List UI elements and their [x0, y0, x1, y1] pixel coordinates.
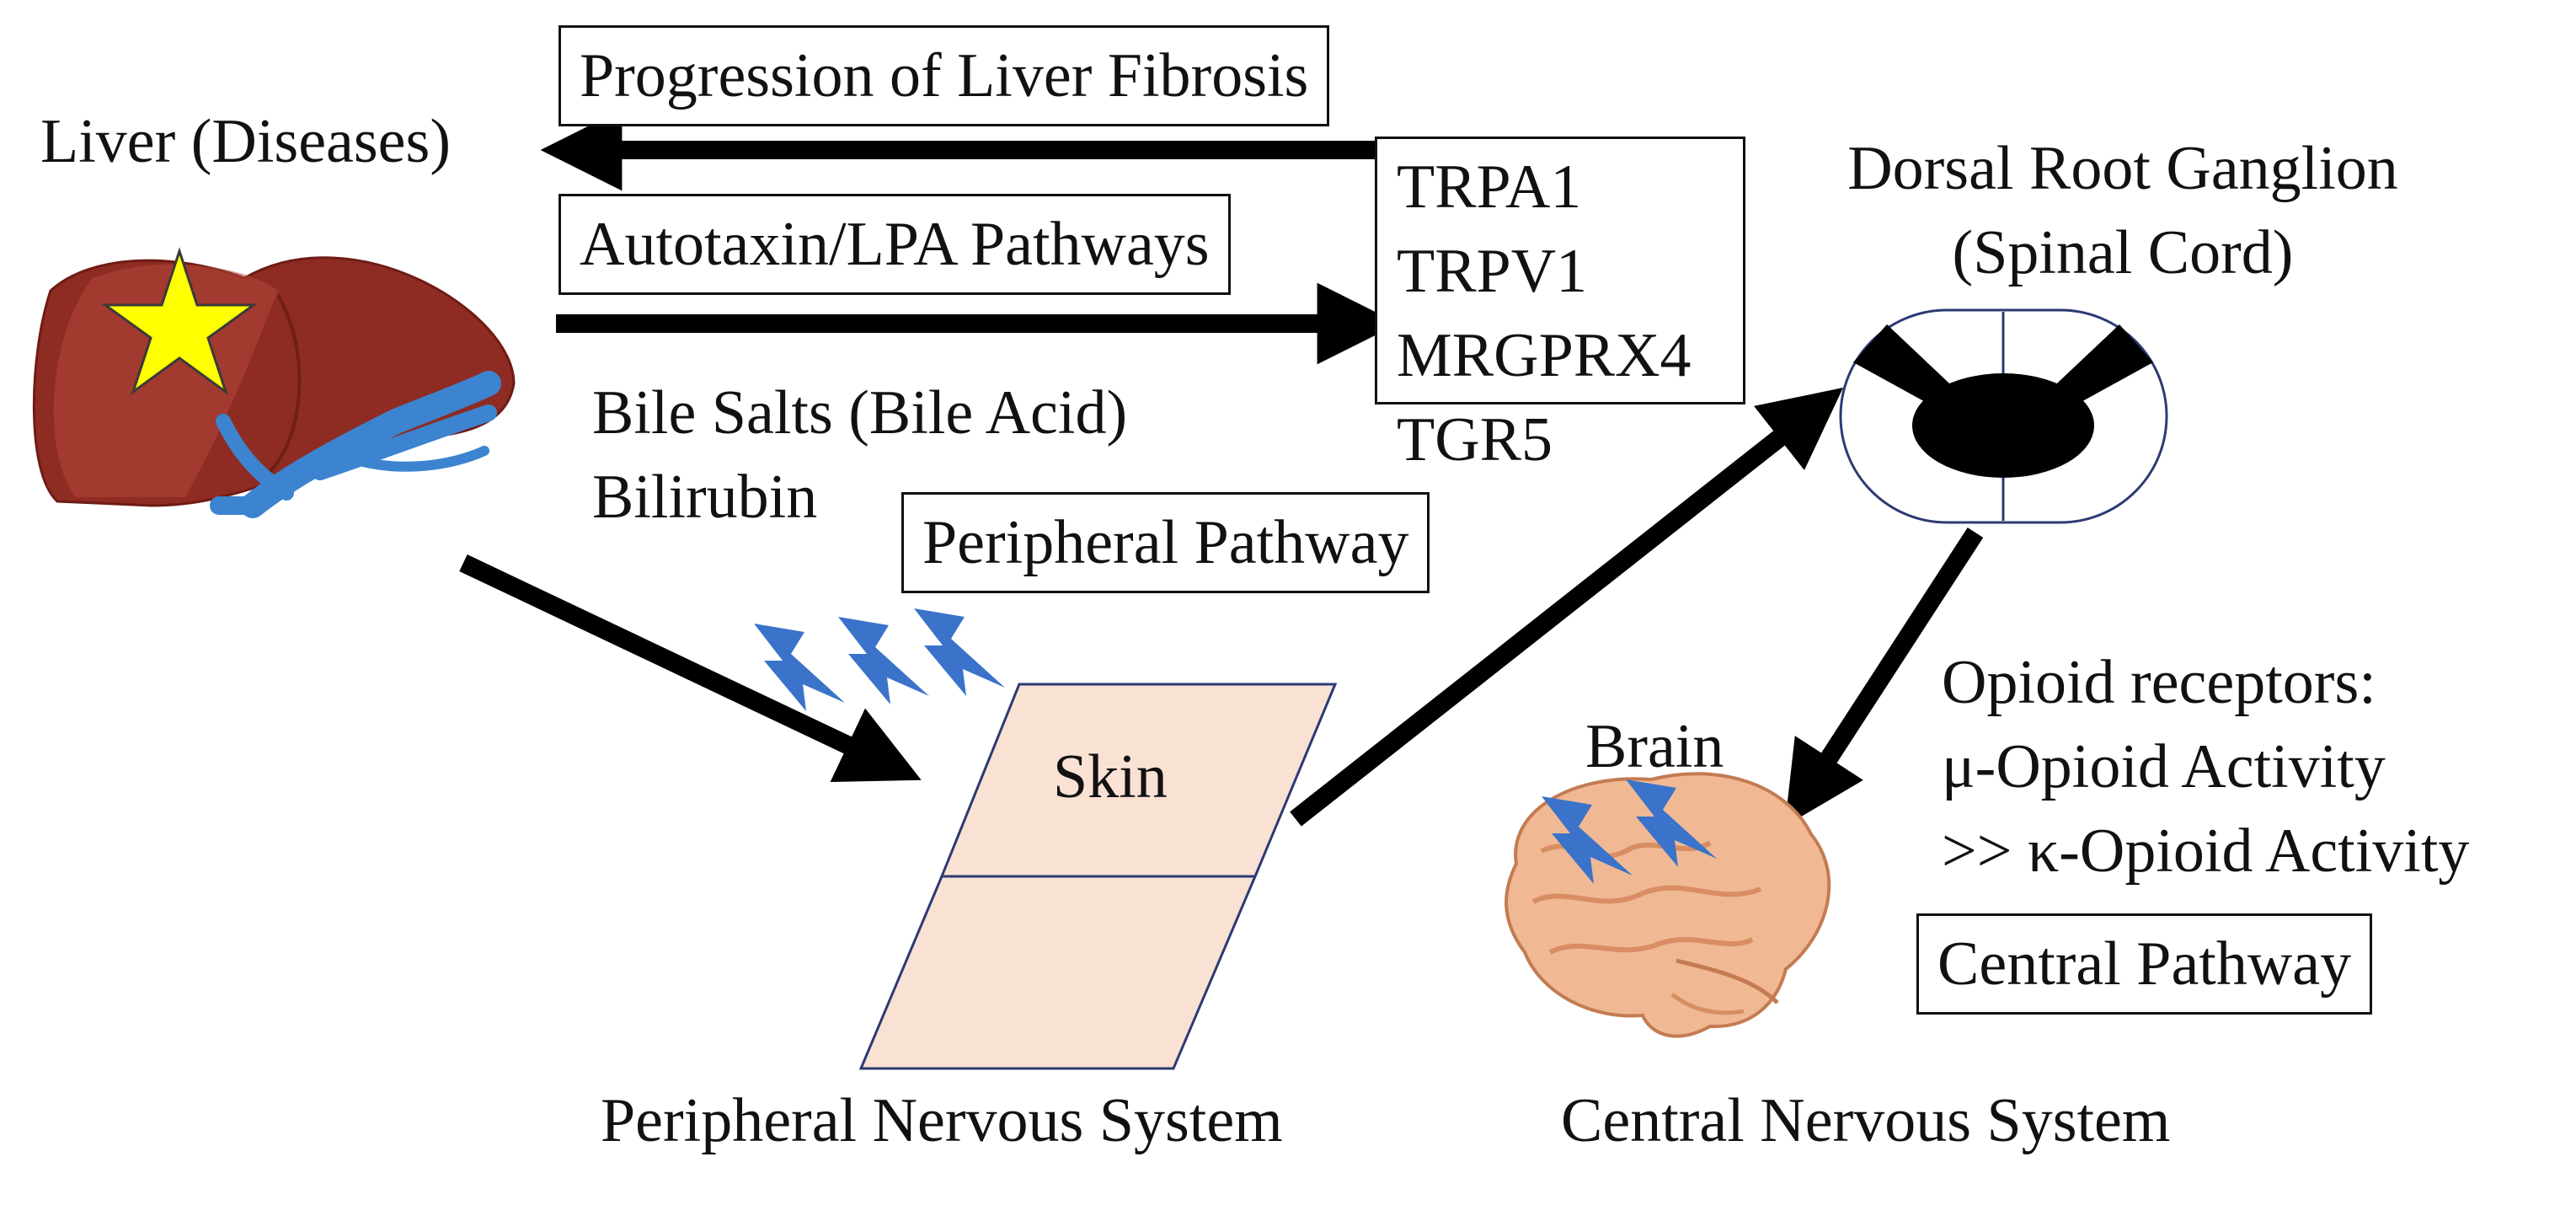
- spinal-cord-icon: [1839, 308, 2168, 524]
- central-nervous-system-label: Central Nervous System: [1561, 1086, 2171, 1155]
- star-icon: [101, 247, 258, 395]
- receptor-list: TRPA1 TRPV1 MRGPRX4 TGR5: [1397, 145, 1692, 482]
- central-pathway-box: Central Pathway: [1916, 913, 2373, 1015]
- bile-salts-label: Bile Salts (Bile Acid): [592, 378, 1128, 447]
- autotaxin-box: Autotaxin/LPA Pathways: [558, 194, 1231, 295]
- opioid-title: Opioid receptors:: [1942, 648, 2376, 717]
- drg-title: Dorsal Root Ganglion: [1847, 134, 2398, 203]
- arrow-liver-to-skin: [459, 554, 922, 783]
- receptor-mrgprx4: MRGPRX4: [1397, 321, 1692, 390]
- lightning-icon: [754, 608, 1005, 711]
- receptor-tgr5: TGR5: [1397, 405, 1553, 474]
- bilirubin-label: Bilirubin: [592, 463, 818, 532]
- kappa-opioid-label: >> κ-Opioid Activity: [1942, 817, 2470, 886]
- brain-label: Brain: [1585, 712, 1724, 781]
- bile-text: Bile Salts (Bile Acid) Bilirubin: [592, 371, 1127, 539]
- receptor-trpa1: TRPA1: [1397, 153, 1582, 222]
- mu-opioid-label: μ-Opioid Activity: [1942, 732, 2386, 801]
- peripheral-pathway-box: Peripheral Pathway: [901, 492, 1430, 593]
- arrow-skin-to-drg: [1290, 388, 1844, 827]
- drg-label: Dorsal Root Ganglion (Spinal Cord): [1786, 126, 2460, 295]
- peripheral-nervous-system-label: Peripheral Nervous System: [601, 1086, 1283, 1155]
- opioid-text: Opioid receptors: μ-Opioid Activity >> κ…: [1942, 640, 2469, 893]
- receptor-trpv1: TRPV1: [1397, 237, 1588, 306]
- receptor-box: [1375, 137, 1745, 404]
- drg-subtitle: (Spinal Cord): [1952, 218, 2294, 287]
- liver-icon: [32, 256, 516, 518]
- liver-label: Liver (Diseases): [40, 107, 451, 176]
- arrow-drg-to-brain: [1784, 528, 1984, 827]
- progression-box: Progression of Liver Fibrosis: [558, 25, 1330, 126]
- skin-lower-panel: [858, 875, 1258, 1070]
- skin-label: Skin: [1053, 742, 1168, 811]
- brain-icon: [1504, 772, 1831, 1038]
